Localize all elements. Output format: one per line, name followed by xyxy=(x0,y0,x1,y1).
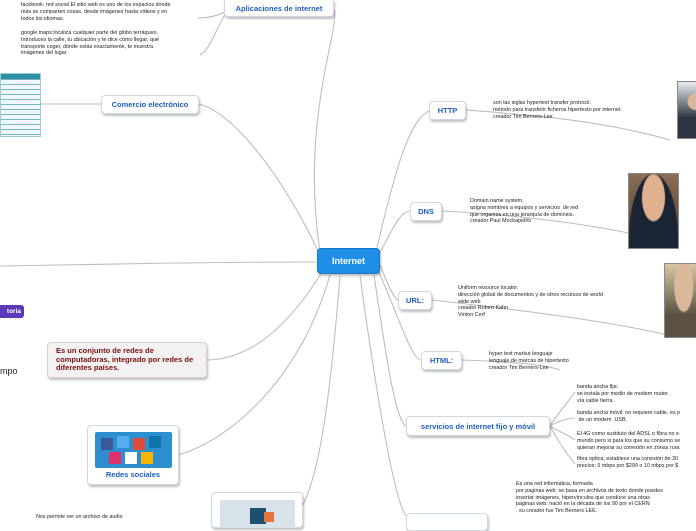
note-dns: Domain name system. asigna nombres a equ… xyxy=(470,198,579,225)
tim-berners-lee-photo xyxy=(677,81,696,139)
note-audio: Nos permite ver un archivo de audio xyxy=(36,514,123,520)
paul-mockapetris-photo xyxy=(628,173,679,249)
redes-sociales-label: Redes sociales xyxy=(105,470,161,479)
topic-url[interactable]: URL: xyxy=(398,291,432,310)
note-banda-ancha-movil: banda ancha móvil: no requiere cable, es… xyxy=(577,410,681,423)
topic-servicios-internet[interactable]: servicios de internet fijo y móvil xyxy=(406,416,550,436)
historia-tag[interactable]: toria xyxy=(0,305,24,318)
topic-redes-sociales[interactable]: Redes sociales xyxy=(87,425,179,485)
topic-multimedia[interactable] xyxy=(211,492,303,528)
topic-definicion[interactable]: Es un conjunto de redes de computadoras,… xyxy=(47,342,207,378)
topic-http[interactable]: HTTP xyxy=(429,101,466,120)
note-facebook: facebook: red social El sitio web es uno… xyxy=(21,2,171,22)
topic-comercio-electronico[interactable]: Comercio electrónico xyxy=(101,95,199,114)
note-google-maps: google maps:localiza cualquier parte del… xyxy=(21,30,159,57)
comercio-thumbnail-image xyxy=(0,73,41,137)
note-http: son las siglas hypertext transfer protoc… xyxy=(493,100,622,120)
topic-html[interactable]: HTML: xyxy=(421,351,462,370)
multimedia-image xyxy=(220,500,295,528)
note-world-wide-web: Es una red informática, formada por pagi… xyxy=(516,481,663,514)
note-url: Uniform resource locator. dirección glob… xyxy=(458,285,604,318)
topic-aplicaciones-de-internet[interactable]: Aplicaciones de internet xyxy=(224,0,334,17)
note-4g: El 4G como sustituto del ADSL o fibra no… xyxy=(577,431,681,451)
tiempo-fragment: mpo xyxy=(0,366,18,376)
note-html: hyper text markut lenguaje lenguaje de m… xyxy=(489,351,569,371)
topic-dns[interactable]: DNS xyxy=(410,202,442,221)
vinton-cerf-photo xyxy=(664,263,696,338)
topic-world-wide-web[interactable] xyxy=(406,513,488,531)
note-fibra-optica: fibra optica; establece una conexión de … xyxy=(577,456,679,469)
note-banda-ancha-fija: banda ancha fija: se instala por medio d… xyxy=(577,384,669,404)
central-topic-internet[interactable]: Internet xyxy=(317,248,380,274)
social-media-icons-image xyxy=(95,432,172,468)
